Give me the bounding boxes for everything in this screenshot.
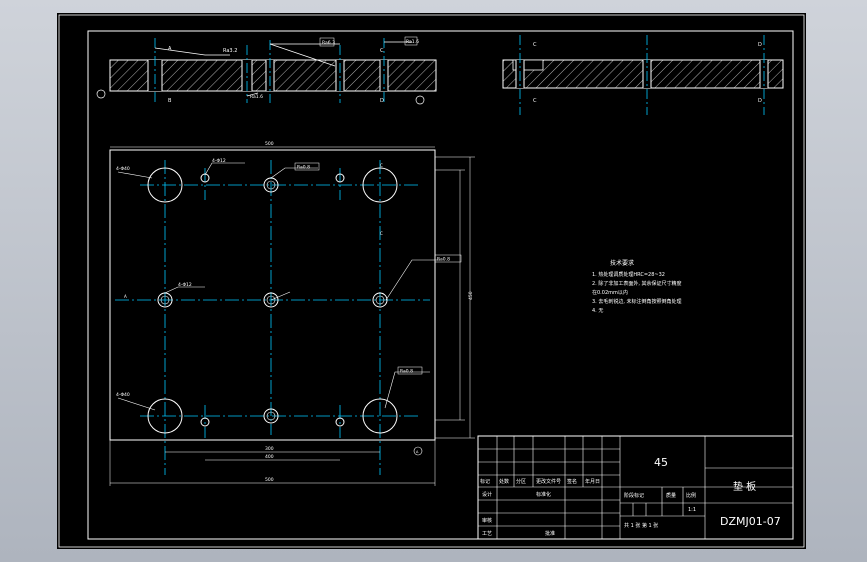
hole-small-label: 4-Φ12: [212, 158, 226, 164]
tech-req-line-4: 3. 去毛刺锐边, 未标注倒角按照倒角处理: [592, 298, 682, 305]
svg-text:C: C: [380, 163, 383, 168]
dim-right-height: 450: [468, 291, 474, 300]
section-mark-d: D: [380, 98, 384, 104]
title-block-text: 标记 处数 分区 更改文件号 签名 年月日 设计 标准化 审核 工艺 批准 45…: [480, 456, 781, 537]
roughness-label-c: Ra1.6: [406, 39, 419, 45]
svg-text:A: A: [124, 294, 127, 299]
hole-big: [362, 167, 398, 203]
dim-top-width: 500: [265, 141, 274, 147]
stage-label: 阶段标记: [624, 492, 644, 499]
tech-req-line-5: 4. 无: [592, 308, 603, 314]
scale-value: 1:1: [688, 507, 696, 513]
svg-text:C: C: [533, 98, 537, 104]
hole-big-label: 4-Φ40: [116, 166, 130, 172]
flag-label-1: Ra0.8: [297, 165, 310, 171]
drawing-canvas: [57, 13, 806, 549]
inner-border: [87, 30, 794, 540]
rev-header-3: 分区: [516, 478, 526, 485]
tech-req-line-1: 1. 热处理调质处理HRC=28~32: [592, 271, 665, 278]
flag-label-2: Ra0.8: [437, 257, 450, 263]
sheet-info: 共 1 张 第 1 张: [624, 522, 658, 529]
outer-border: [58, 14, 805, 548]
rev-header-1: 标记: [480, 478, 490, 485]
scale-label: 比例: [686, 492, 696, 499]
material: 45: [654, 456, 668, 469]
roughness-label-a: Ra3.2: [223, 48, 237, 54]
tech-req-heading: 技术要求: [610, 259, 634, 267]
svg-text:C: C: [380, 231, 383, 236]
hole-big: [147, 167, 183, 203]
hole-medium: [263, 292, 279, 308]
hole-big: [147, 398, 183, 434]
process-label: 工艺: [482, 531, 492, 537]
svg-text:D: D: [758, 42, 762, 48]
plate-outline: [109, 149, 436, 441]
hole-small: [200, 173, 210, 183]
tech-req-line-2: 2. 除了非加工表面外, 其余保证尺寸精度: [592, 280, 682, 287]
title-block: [477, 435, 794, 540]
sign-standard: 标准化: [536, 491, 551, 498]
hole-big: [362, 398, 398, 434]
check-label: 审核: [482, 517, 492, 524]
svg-text:A: A: [416, 450, 419, 454]
mass-label: 质量: [666, 492, 676, 499]
svg-text:D: D: [758, 98, 762, 104]
tech-requirements: 技术要求 1. 热处理调质处理HRC=28~32 2. 除了非加工表面外, 其余…: [592, 259, 682, 314]
section-mark-b: B: [168, 98, 172, 104]
roughness-label-b: Ra6.3: [322, 40, 335, 46]
hole-big-label-2: 4-Φ40: [116, 392, 130, 398]
hole-small: [335, 173, 345, 183]
svg-text:C: C: [533, 42, 537, 48]
section-view-left: Ra3.2 Ra6.3 Ra1.6 Ra1.6 A B C D: [96, 36, 437, 105]
flag-label-3: Ra0.8: [400, 369, 413, 375]
section-mark-c: C: [380, 48, 384, 54]
hole-medium: [263, 408, 279, 424]
view-marker-right: [415, 95, 425, 105]
section-roughness-label: Ra1.6: [250, 94, 263, 100]
tech-req-line-3: 在0.02mm以内: [592, 289, 628, 296]
hole-medium: [372, 292, 388, 308]
dim-inner-1: 300: [265, 446, 274, 452]
drawing-number: DZMJ01-07: [720, 515, 781, 528]
sign-designer: 设计: [482, 491, 492, 498]
dim-inner-2: 400: [265, 454, 274, 460]
surface-marker: [413, 446, 423, 456]
hole-small: [335, 417, 345, 427]
section-view-right: C C D D: [502, 35, 784, 115]
rev-header-4: 更改文件号: [536, 478, 561, 485]
hole-small: [200, 417, 210, 427]
view-marker-left: [96, 89, 106, 99]
dim-bottom-total: 500: [265, 477, 274, 483]
part-name: 垫 板: [733, 480, 756, 493]
rev-header-6: 年月日: [585, 478, 600, 485]
rev-header-5: 签名: [567, 478, 577, 485]
plan-view: 4-Φ40 4-Φ40 4-Φ12 4-Φ12 Ra0.8 Ra0.8 Ra0.…: [109, 141, 475, 486]
rev-header-2: 处数: [499, 478, 509, 485]
section-mark-a: A: [168, 46, 172, 52]
approve-label: 批准: [545, 530, 555, 537]
hole-small-label-2: 4-Φ12: [178, 282, 192, 288]
centerlines: [115, 160, 430, 475]
